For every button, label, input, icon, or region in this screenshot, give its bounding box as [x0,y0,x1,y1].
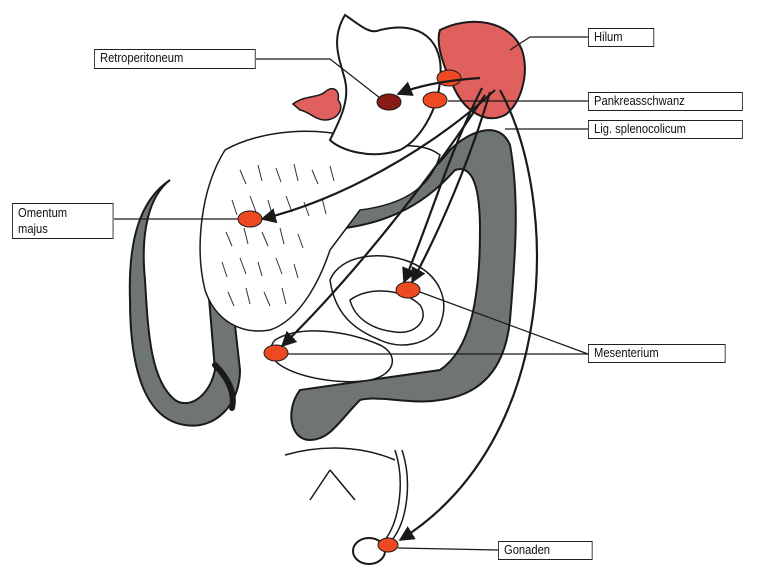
label-hilum: Hilum [588,28,654,47]
label-omentum-line2: majus [18,221,107,237]
label-lig-splenocolicum: Lig. splenocolicum [588,120,743,139]
pelvic-line [310,470,355,500]
spot-hilum [437,70,461,86]
label-retroperitoneum: Retroperitoneum [94,49,256,69]
spot-mesenterium-upper [396,282,420,298]
leader-gonaden [398,548,498,550]
spot-gonaden [378,538,398,552]
stomach [330,15,441,154]
label-mesenterium: Mesenterium [588,344,726,363]
spot-omentum [238,211,262,227]
label-omentum-majus: Omentum majus [12,203,113,239]
label-gonaden: Gonaden [498,541,593,560]
spot-pankreasschwanz [423,92,447,108]
label-omentum-line1: Omentum [18,205,107,221]
pelvic-floor [285,448,395,460]
spot-mesenterium-lower [264,345,288,361]
duodenum-red [293,89,341,120]
spot-retroperitoneum [377,94,401,110]
label-pankreasschwanz: Pankreasschwanz [588,92,743,111]
spermatic-cord [385,450,400,540]
